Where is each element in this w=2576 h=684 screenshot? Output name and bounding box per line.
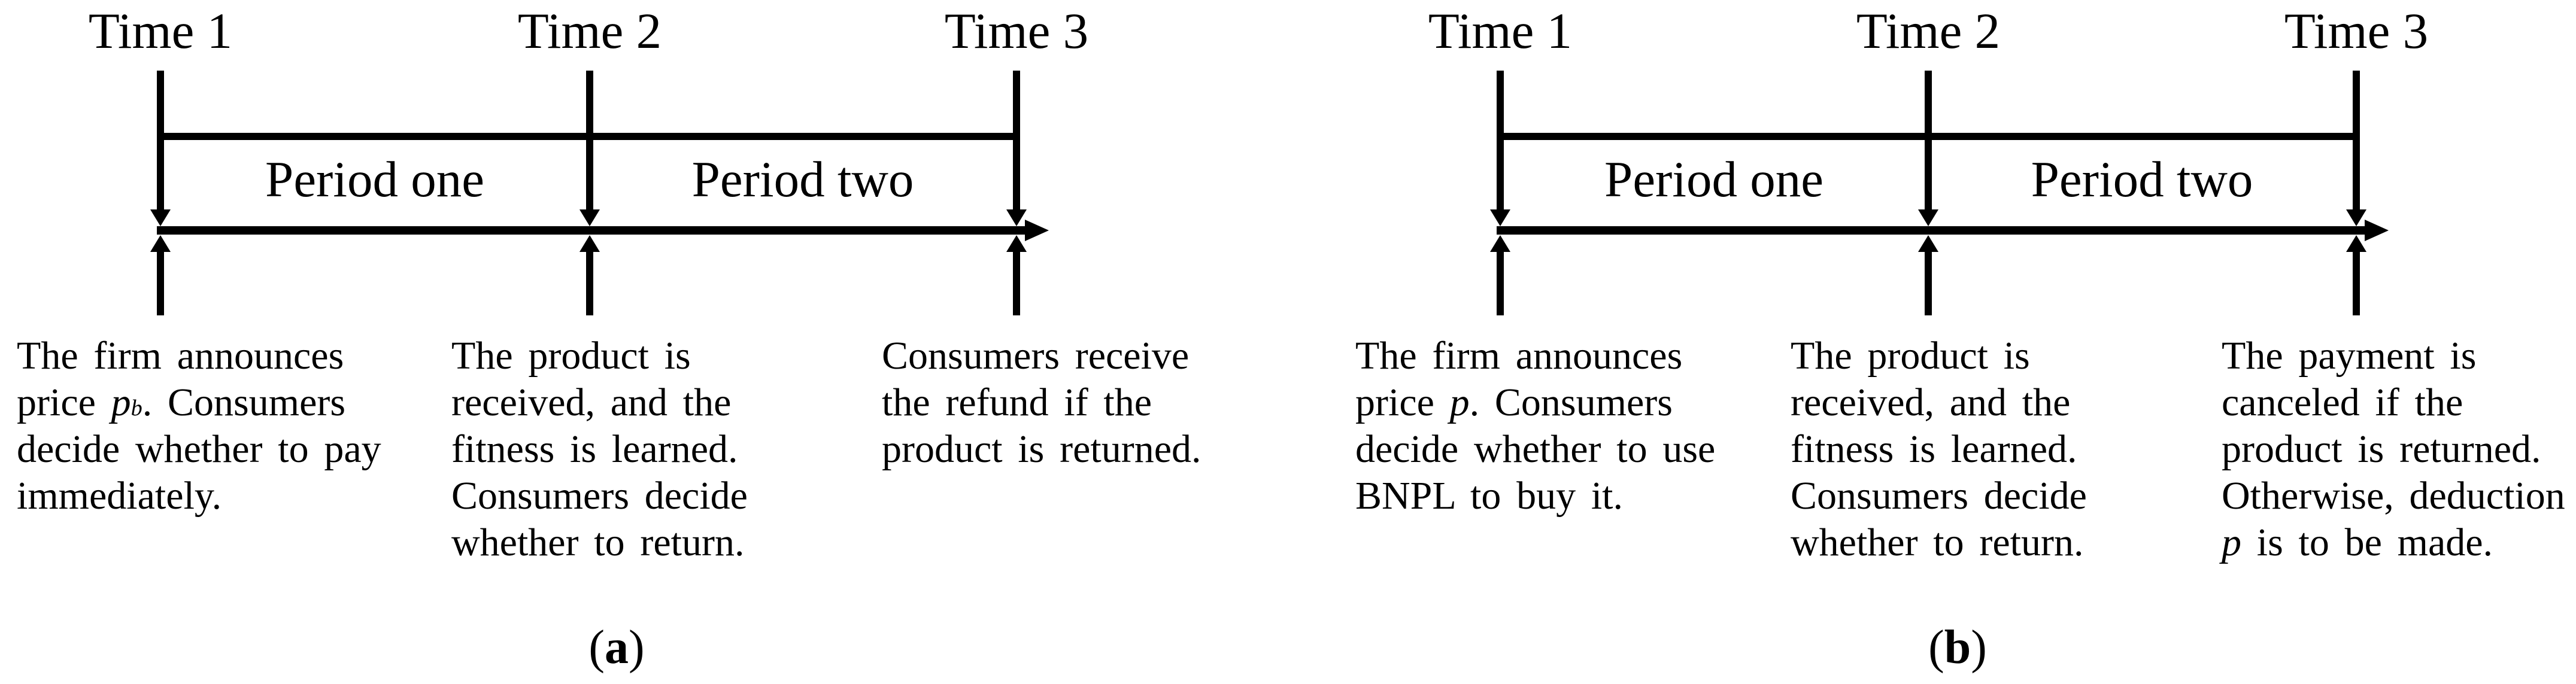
- event-text-line: The product is: [451, 334, 691, 378]
- period-one-label: Period one: [265, 151, 484, 208]
- time3-down-arrowhead-icon: [2346, 209, 2366, 226]
- time1-lower-line: [157, 251, 164, 315]
- timeline: [1497, 226, 2366, 235]
- time2-up-arrowhead-icon: [579, 235, 600, 252]
- event-text-line: Otherwise, deduction: [2222, 474, 2565, 518]
- time2-up-arrowhead-icon: [1918, 235, 1938, 252]
- event-text-line: received, and the: [1791, 381, 2071, 424]
- time1-down-arrowhead-icon: [150, 209, 171, 226]
- event-text-line: canceled if the: [2222, 381, 2463, 424]
- period-two-label: Period two: [2031, 151, 2253, 208]
- time3-down-arrowhead-icon: [1006, 209, 1027, 226]
- time3-upper-line: [2353, 71, 2360, 211]
- event-text-line: decide whether to pay: [17, 427, 381, 471]
- event-text-line: product is returned.: [2222, 427, 2541, 471]
- event-text-line: Consumers receive: [882, 334, 1190, 378]
- event-text-line: price pb. Consumers: [17, 381, 346, 424]
- time1-up-arrowhead-icon: [150, 235, 171, 252]
- time2-down-arrowhead-icon: [579, 209, 600, 226]
- event-text-line: product is returned.: [882, 427, 1201, 471]
- time3-lower-line: [1013, 251, 1020, 315]
- event-text-line: The product is: [1791, 334, 2030, 378]
- time1-upper-line: [157, 71, 164, 211]
- time-label-1: Time 1: [88, 3, 233, 59]
- event-text-line: p is to be made.: [2222, 521, 2493, 564]
- time-label-3: Time 3: [944, 3, 1089, 59]
- period-two-label: Period two: [691, 151, 914, 208]
- panel-a-caption: (a): [588, 621, 645, 674]
- event-text-line: fitness is learned.: [451, 427, 738, 471]
- time-label-3: Time 3: [2284, 3, 2429, 59]
- event-text-line: BNPL to buy it.: [1355, 474, 1623, 518]
- event-text-line: whether to return.: [1791, 521, 2084, 564]
- panel-b-caption: (b): [1928, 621, 1987, 674]
- time2-down-arrowhead-icon: [1918, 209, 1938, 226]
- time1-lower-line: [1497, 251, 1504, 315]
- time1-up-arrowhead-icon: [1490, 235, 1510, 252]
- event-text-line: The payment is: [2222, 334, 2477, 378]
- event-text-line: price p. Consumers: [1355, 381, 1673, 424]
- time1-upper-line: [1497, 71, 1504, 211]
- event-text-line: received, and the: [451, 381, 732, 424]
- event-text-line: whether to return.: [451, 521, 745, 564]
- time2-lower-line: [586, 251, 593, 315]
- event-text-line: Consumers decide: [451, 474, 748, 518]
- event-text-line: The firm announces: [1355, 334, 1683, 378]
- event-text-line: decide whether to use: [1355, 427, 1716, 471]
- time2-upper-line: [586, 71, 593, 211]
- event-text-line: the refund if the: [882, 381, 1152, 424]
- time3-upper-line: [1013, 71, 1020, 211]
- timeline-arrowhead-icon: [2365, 220, 2389, 241]
- event-text-line: The firm announces: [17, 334, 344, 378]
- event-text-line: Consumers decide: [1791, 474, 2087, 518]
- time2-upper-line: [1925, 71, 1932, 211]
- period-one-label: Period one: [1604, 151, 1823, 208]
- time2-lower-line: [1925, 251, 1932, 315]
- timeline-arrowhead-icon: [1025, 220, 1049, 241]
- time3-up-arrowhead-icon: [1006, 235, 1027, 252]
- time-label-2: Time 2: [1856, 3, 2001, 59]
- timeline: [157, 226, 1026, 235]
- time-label-1: Time 1: [1428, 3, 1573, 59]
- event-text-line: immediately.: [17, 474, 222, 518]
- time3-lower-line: [2353, 251, 2360, 315]
- time1-down-arrowhead-icon: [1490, 209, 1510, 226]
- time3-up-arrowhead-icon: [2346, 235, 2366, 252]
- event-text-line: fitness is learned.: [1791, 427, 2077, 471]
- time-label-2: Time 2: [517, 3, 662, 59]
